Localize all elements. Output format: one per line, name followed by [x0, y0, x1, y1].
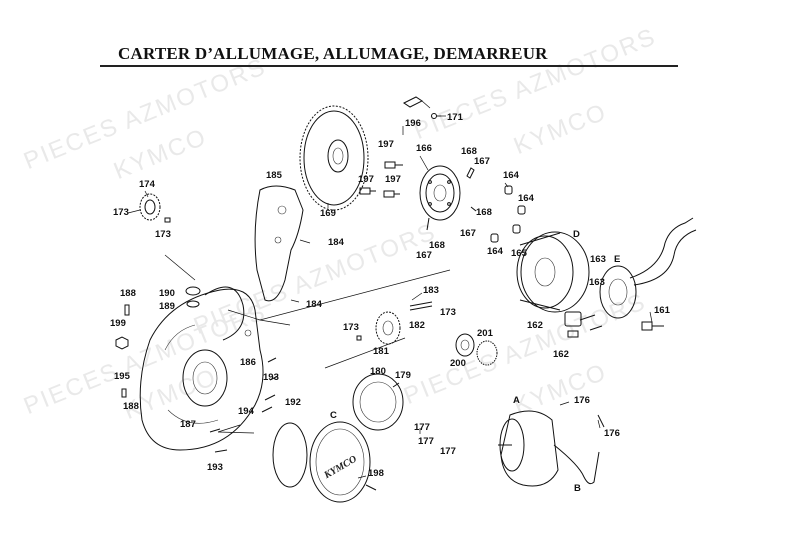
part-label: 167: [416, 250, 432, 261]
part-label: A: [513, 395, 520, 406]
part-label: 189: [159, 301, 175, 312]
flywheel-rotor: [516, 231, 590, 313]
title-underline: [100, 65, 678, 67]
part-label: 168: [476, 207, 492, 218]
part-label: 197: [385, 174, 401, 185]
part-label: B: [574, 483, 581, 494]
clip-part: [403, 96, 446, 119]
part-label: 164: [518, 193, 535, 204]
part-label: 184: [328, 237, 345, 248]
part-label: 161: [654, 305, 671, 316]
cover-bolts: [121, 357, 279, 453]
part-label: 182: [409, 320, 425, 331]
part-label: 174: [139, 179, 156, 190]
part-label: 162: [527, 320, 543, 331]
part-label: 185: [266, 170, 283, 181]
part-label: 199: [110, 318, 126, 329]
part-label: 201: [477, 328, 494, 339]
part-label: 193: [263, 372, 279, 383]
small-idler-gear: [139, 193, 171, 223]
cover-logo-text: KYMCO: [322, 454, 359, 482]
part-label: 168: [429, 240, 445, 251]
part-label: 165: [511, 248, 528, 259]
part-label: 193: [207, 462, 223, 473]
part-label: 166: [416, 143, 432, 154]
part-label: 184: [306, 299, 323, 310]
assembly-leader-lines: [164, 254, 451, 369]
part-label: 195: [114, 371, 131, 382]
pickup-assembly: [352, 373, 404, 431]
part-label: 173: [113, 207, 129, 218]
part-label: 177: [418, 436, 434, 447]
part-label: 164: [487, 246, 504, 257]
part-label: C: [330, 410, 337, 421]
part-label: 196: [405, 118, 421, 129]
stator-wiring: [579, 217, 697, 331]
part-label: 192: [285, 397, 301, 408]
part-label: 190: [159, 288, 175, 299]
part-label: 181: [373, 346, 390, 357]
part-label: 188: [123, 401, 139, 412]
part-label: 187: [180, 419, 196, 430]
rollers: [490, 185, 526, 243]
part-label: 173: [155, 229, 171, 240]
part-label: 177: [440, 446, 456, 457]
label-leaders: [127, 115, 653, 479]
part-label: 169: [320, 208, 336, 219]
part-label: 167: [460, 228, 476, 239]
part-label: 179: [395, 370, 411, 381]
part-label: 163: [590, 254, 606, 265]
part-label: 176: [574, 395, 590, 406]
part-label: 200: [450, 358, 466, 369]
part-label: D: [573, 229, 580, 240]
part-label: 162: [553, 349, 569, 360]
part-label: 167: [474, 156, 490, 167]
left-crankcase-cover: [139, 286, 264, 451]
part-label: 197: [378, 139, 394, 150]
bolts-197: [359, 161, 403, 198]
part-label: 176: [604, 428, 620, 439]
oil-plug: [115, 286, 201, 350]
part-label: 168: [461, 146, 477, 157]
part-label: 198: [368, 468, 384, 479]
part-label: 171: [447, 112, 464, 123]
page-title: CARTER D’ALLUMAGE, ALLUMAGE, DEMARREUR: [118, 44, 548, 63]
part-label: 194: [238, 406, 255, 417]
o-ring: [272, 422, 308, 488]
part-label: 177: [414, 422, 430, 433]
bolt-and-pickup: [564, 311, 664, 338]
part-label: 186: [240, 357, 256, 368]
starter-motor: [498, 410, 605, 487]
part-label: 197: [358, 174, 374, 185]
part-label: 173: [343, 322, 359, 333]
part-label: 180: [370, 366, 386, 377]
part-label: 164: [503, 170, 520, 181]
bearings: [455, 333, 498, 366]
part-label: 188: [120, 288, 136, 299]
starter-ring-gear: [299, 105, 369, 211]
idler-gear-shaft: [356, 301, 433, 345]
part-label: 163: [589, 277, 605, 288]
logo-cover: KYMCO: [309, 421, 377, 503]
part-label: 173: [440, 307, 456, 318]
part-label: E: [614, 254, 620, 265]
part-label: 183: [423, 285, 439, 296]
starter-clutch: [419, 165, 477, 231]
idler-cover-plate: [254, 185, 311, 303]
